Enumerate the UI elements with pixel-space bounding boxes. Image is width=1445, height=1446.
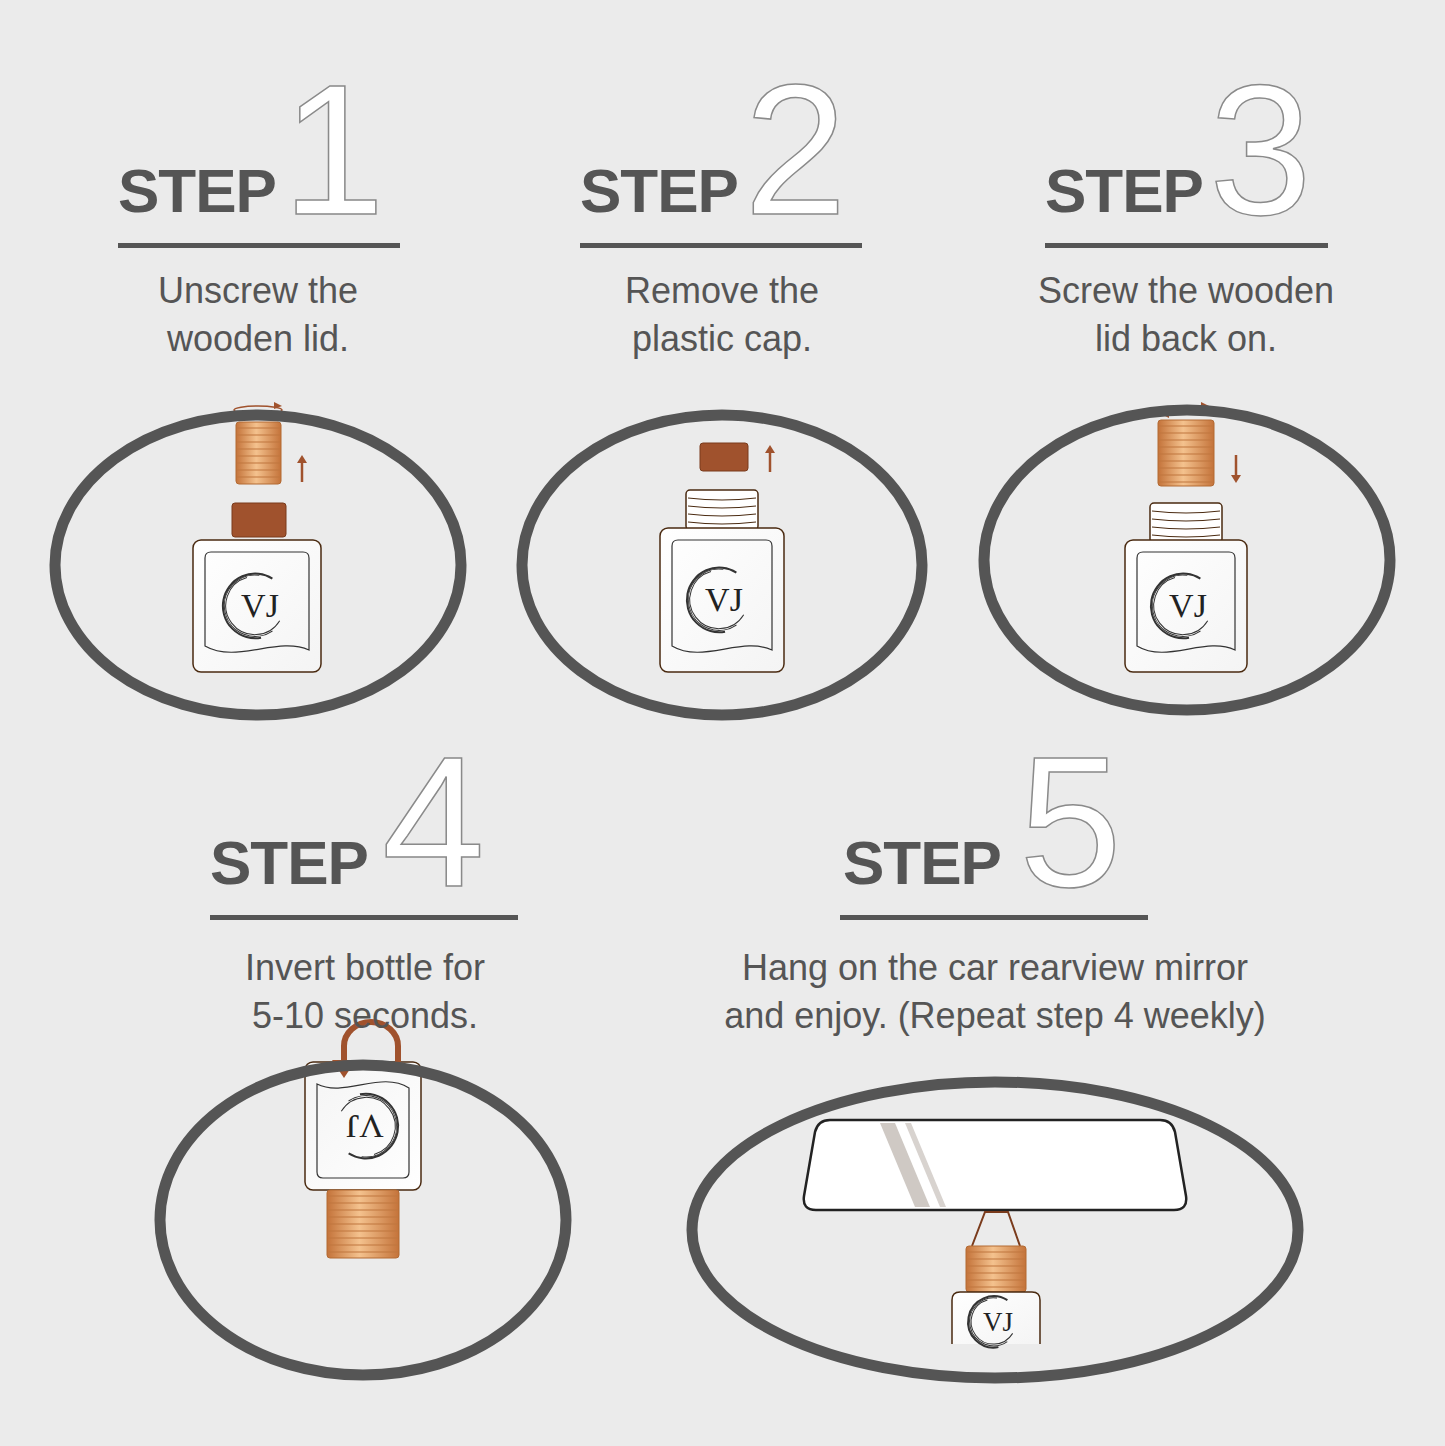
- step-instruction: Screw the wooden lid back on.: [1021, 267, 1351, 363]
- ellipse-outline: [522, 415, 922, 715]
- step-heading: STEP: [118, 160, 276, 222]
- bottle-neck: [1150, 503, 1222, 543]
- ellipse-outline: [160, 1065, 566, 1375]
- ellipse-outline: [984, 410, 1390, 710]
- heading-rule: [210, 915, 518, 920]
- hanging-string: [972, 1212, 1020, 1246]
- step-panel: STEP2Remove the plastic cap.: [512, 53, 932, 725]
- logo-text: VJ: [705, 583, 743, 617]
- wooden-lid: [1158, 420, 1214, 486]
- direction-arrow: [1231, 455, 1241, 483]
- step-ellipse: [45, 53, 471, 725]
- heading-rule: [580, 243, 862, 248]
- step-panel: STEP4Invert bottle for 5-10 seconds.: [150, 725, 576, 1385]
- ellipse-outline: [692, 1082, 1298, 1378]
- logo-text: VJ: [1169, 589, 1207, 623]
- logo-text: VJ: [983, 1309, 1013, 1336]
- step-ellipse: [512, 53, 932, 725]
- rearview-mirror: [804, 1120, 1187, 1210]
- bottle: [193, 540, 321, 672]
- heading-rule: [118, 243, 400, 248]
- direction-arrow: [297, 455, 307, 482]
- step-heading: STEP: [843, 832, 1001, 894]
- logo-text: VJ: [346, 1109, 384, 1143]
- bottle: [305, 1062, 421, 1190]
- step-heading: STEP: [580, 160, 738, 222]
- plastic-cap: [232, 503, 286, 537]
- step-number: 5: [1019, 730, 1122, 915]
- step-number: 4: [382, 730, 485, 915]
- direction-arrow: [765, 445, 775, 472]
- step-panel: STEP1Unscrew the wooden lid.: [45, 53, 471, 725]
- step-instruction: Invert bottle for 5-10 seconds.: [200, 944, 530, 1040]
- wooden-lid: [966, 1246, 1026, 1292]
- step-heading: STEP: [1045, 160, 1203, 222]
- bottle-neck: [686, 490, 758, 530]
- step-ellipse: [665, 725, 1325, 1388]
- ellipse-outline: [55, 415, 461, 715]
- plastic-cap: [700, 443, 748, 471]
- step-instruction: Unscrew the wooden lid.: [108, 267, 408, 363]
- step-instruction: Hang on the car rearview mirror and enjo…: [675, 944, 1315, 1040]
- step-number: 2: [744, 58, 847, 243]
- step-number: 3: [1209, 58, 1312, 243]
- wooden-lid: [327, 1190, 399, 1258]
- bottle: [952, 1292, 1040, 1354]
- step-ellipse: [150, 725, 576, 1385]
- step-heading: STEP: [210, 832, 368, 894]
- logo-text: VJ: [241, 589, 279, 623]
- step-panel: STEP 5Hang on the car rearview mirror and…: [665, 725, 1325, 1388]
- heading-rule: [1045, 243, 1328, 248]
- bottle: [660, 528, 784, 672]
- inverted-bottle: [305, 1062, 421, 1190]
- step-number: 1: [282, 58, 385, 243]
- bottle: [1125, 540, 1247, 672]
- heading-rule: [840, 915, 1148, 920]
- wooden-lid: [236, 422, 281, 484]
- step-instruction: Remove the plastic cap.: [572, 267, 872, 363]
